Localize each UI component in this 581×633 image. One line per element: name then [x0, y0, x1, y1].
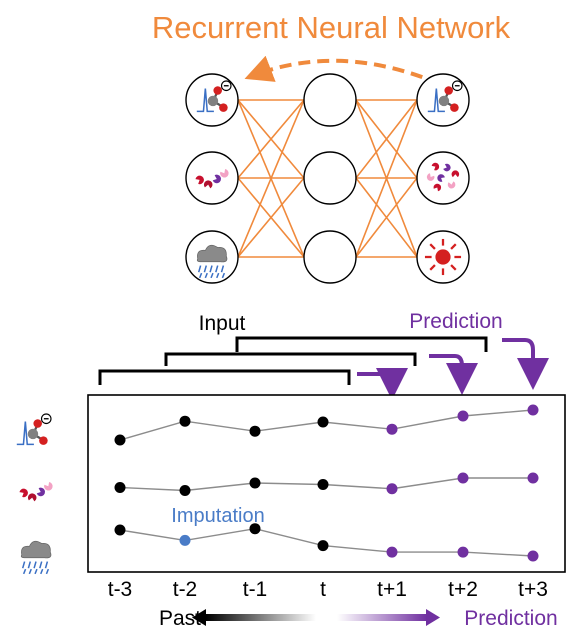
- prediction-arrow-head: [426, 609, 440, 626]
- microbes-icon: [195, 169, 229, 189]
- data-point-microbes-4: [386, 483, 398, 495]
- chemical-molecule-icon: [427, 80, 463, 113]
- window-bracket-2: [164, 352, 417, 366]
- time-label-4: t+1: [377, 578, 407, 601]
- time-label-0: t-3: [108, 578, 133, 601]
- data-point-chemical-5: [457, 410, 469, 422]
- data-point-microbes-0: [114, 482, 126, 493]
- diagram-title: Recurrent Neural Network: [152, 10, 511, 45]
- imputation-label: Imputation: [171, 505, 264, 527]
- past-label: Past: [159, 607, 201, 630]
- time-label-2: t-1: [243, 578, 268, 601]
- prediction-footer-label: Prediction: [464, 607, 557, 630]
- network-connections: [237, 99, 418, 258]
- window-bracket-1: [98, 369, 351, 385]
- spectrum-icon: [427, 88, 445, 113]
- data-point-chemical-1: [179, 415, 191, 427]
- data-point-chemical-0: [114, 434, 126, 446]
- chemical-molecule-icon: [196, 80, 232, 113]
- sun-icon: [424, 238, 462, 276]
- row-icon-chemical: [16, 413, 52, 446]
- connection-l0-2-0: [237, 99, 305, 258]
- input-node-3: [185, 230, 239, 284]
- window-bracket-3: [235, 336, 488, 352]
- time-label-3: t: [320, 578, 326, 601]
- time-label-5: t+2: [448, 578, 478, 601]
- data-point-chemical-6: [527, 404, 539, 416]
- connection-l1-2-1: [355, 177, 418, 258]
- prediction-arrows: [357, 338, 549, 400]
- hidden-node-1: [303, 73, 357, 127]
- data-point-microbes-1: [179, 485, 191, 496]
- time-series: [114, 404, 539, 562]
- spectrum-icon: [16, 421, 34, 446]
- past-arrow-bar: [206, 614, 316, 621]
- output-node-1: [416, 73, 470, 127]
- data-point-rain-0: [114, 524, 126, 536]
- hidden-node-3: [303, 230, 357, 284]
- connection-l1-2-0: [355, 99, 418, 258]
- recurrent-arrow: [244, 55, 441, 86]
- microbes-icon: [426, 162, 460, 192]
- prediction-arrow-bar: [337, 614, 427, 621]
- prediction-arrow-2: [429, 354, 478, 395]
- output-node-2: [416, 151, 470, 205]
- data-point-chemical-2: [249, 425, 261, 437]
- data-point-microbes-6: [527, 472, 539, 484]
- cloud-icon: [196, 244, 228, 263]
- prediction-arrow-3: [502, 338, 549, 390]
- time-axis-labels: t-3 t-2 t-1 t t+1 t+2 t+3: [108, 578, 548, 601]
- output-node-3: [416, 230, 470, 284]
- input-node-2: [185, 151, 239, 205]
- rain-cloud-icon: [196, 244, 228, 279]
- data-point-rain-4: [386, 546, 398, 558]
- data-point-rain-3: [317, 540, 329, 552]
- time-label-1: t-2: [173, 578, 198, 601]
- prediction-label: Prediction: [409, 310, 502, 333]
- row-icons: [16, 413, 53, 575]
- connection-l0-2-1: [237, 177, 305, 258]
- spectrum-icon: [196, 88, 214, 113]
- row-icon-microbes: [19, 482, 53, 502]
- data-point-microbes-2: [249, 477, 261, 489]
- hidden-node-2: [303, 151, 357, 205]
- data-point-chemical-4: [386, 423, 398, 435]
- row-icon-rain: [20, 540, 52, 575]
- data-point-rain-5: [457, 546, 469, 558]
- data-point-rain-1: [179, 534, 191, 546]
- prediction-arrow-1: [357, 368, 408, 400]
- input-label: Input: [199, 312, 246, 335]
- data-point-rain-6: [527, 550, 539, 562]
- data-point-microbes-5: [457, 472, 469, 484]
- past-arrow-head: [192, 609, 206, 626]
- sun-core: [435, 249, 451, 265]
- data-point-microbes-3: [317, 479, 329, 490]
- time-label-6: t+3: [518, 578, 548, 601]
- data-point-chemical-3: [317, 416, 329, 428]
- connection-l0-1-0: [237, 99, 305, 179]
- input-window-brackets: [98, 336, 488, 385]
- cloud-icon: [20, 540, 52, 559]
- input-node-1: [185, 73, 239, 127]
- network-nodes: [185, 73, 470, 284]
- data-point-rain-2: [249, 523, 261, 535]
- connection-l1-1-0: [355, 99, 418, 179]
